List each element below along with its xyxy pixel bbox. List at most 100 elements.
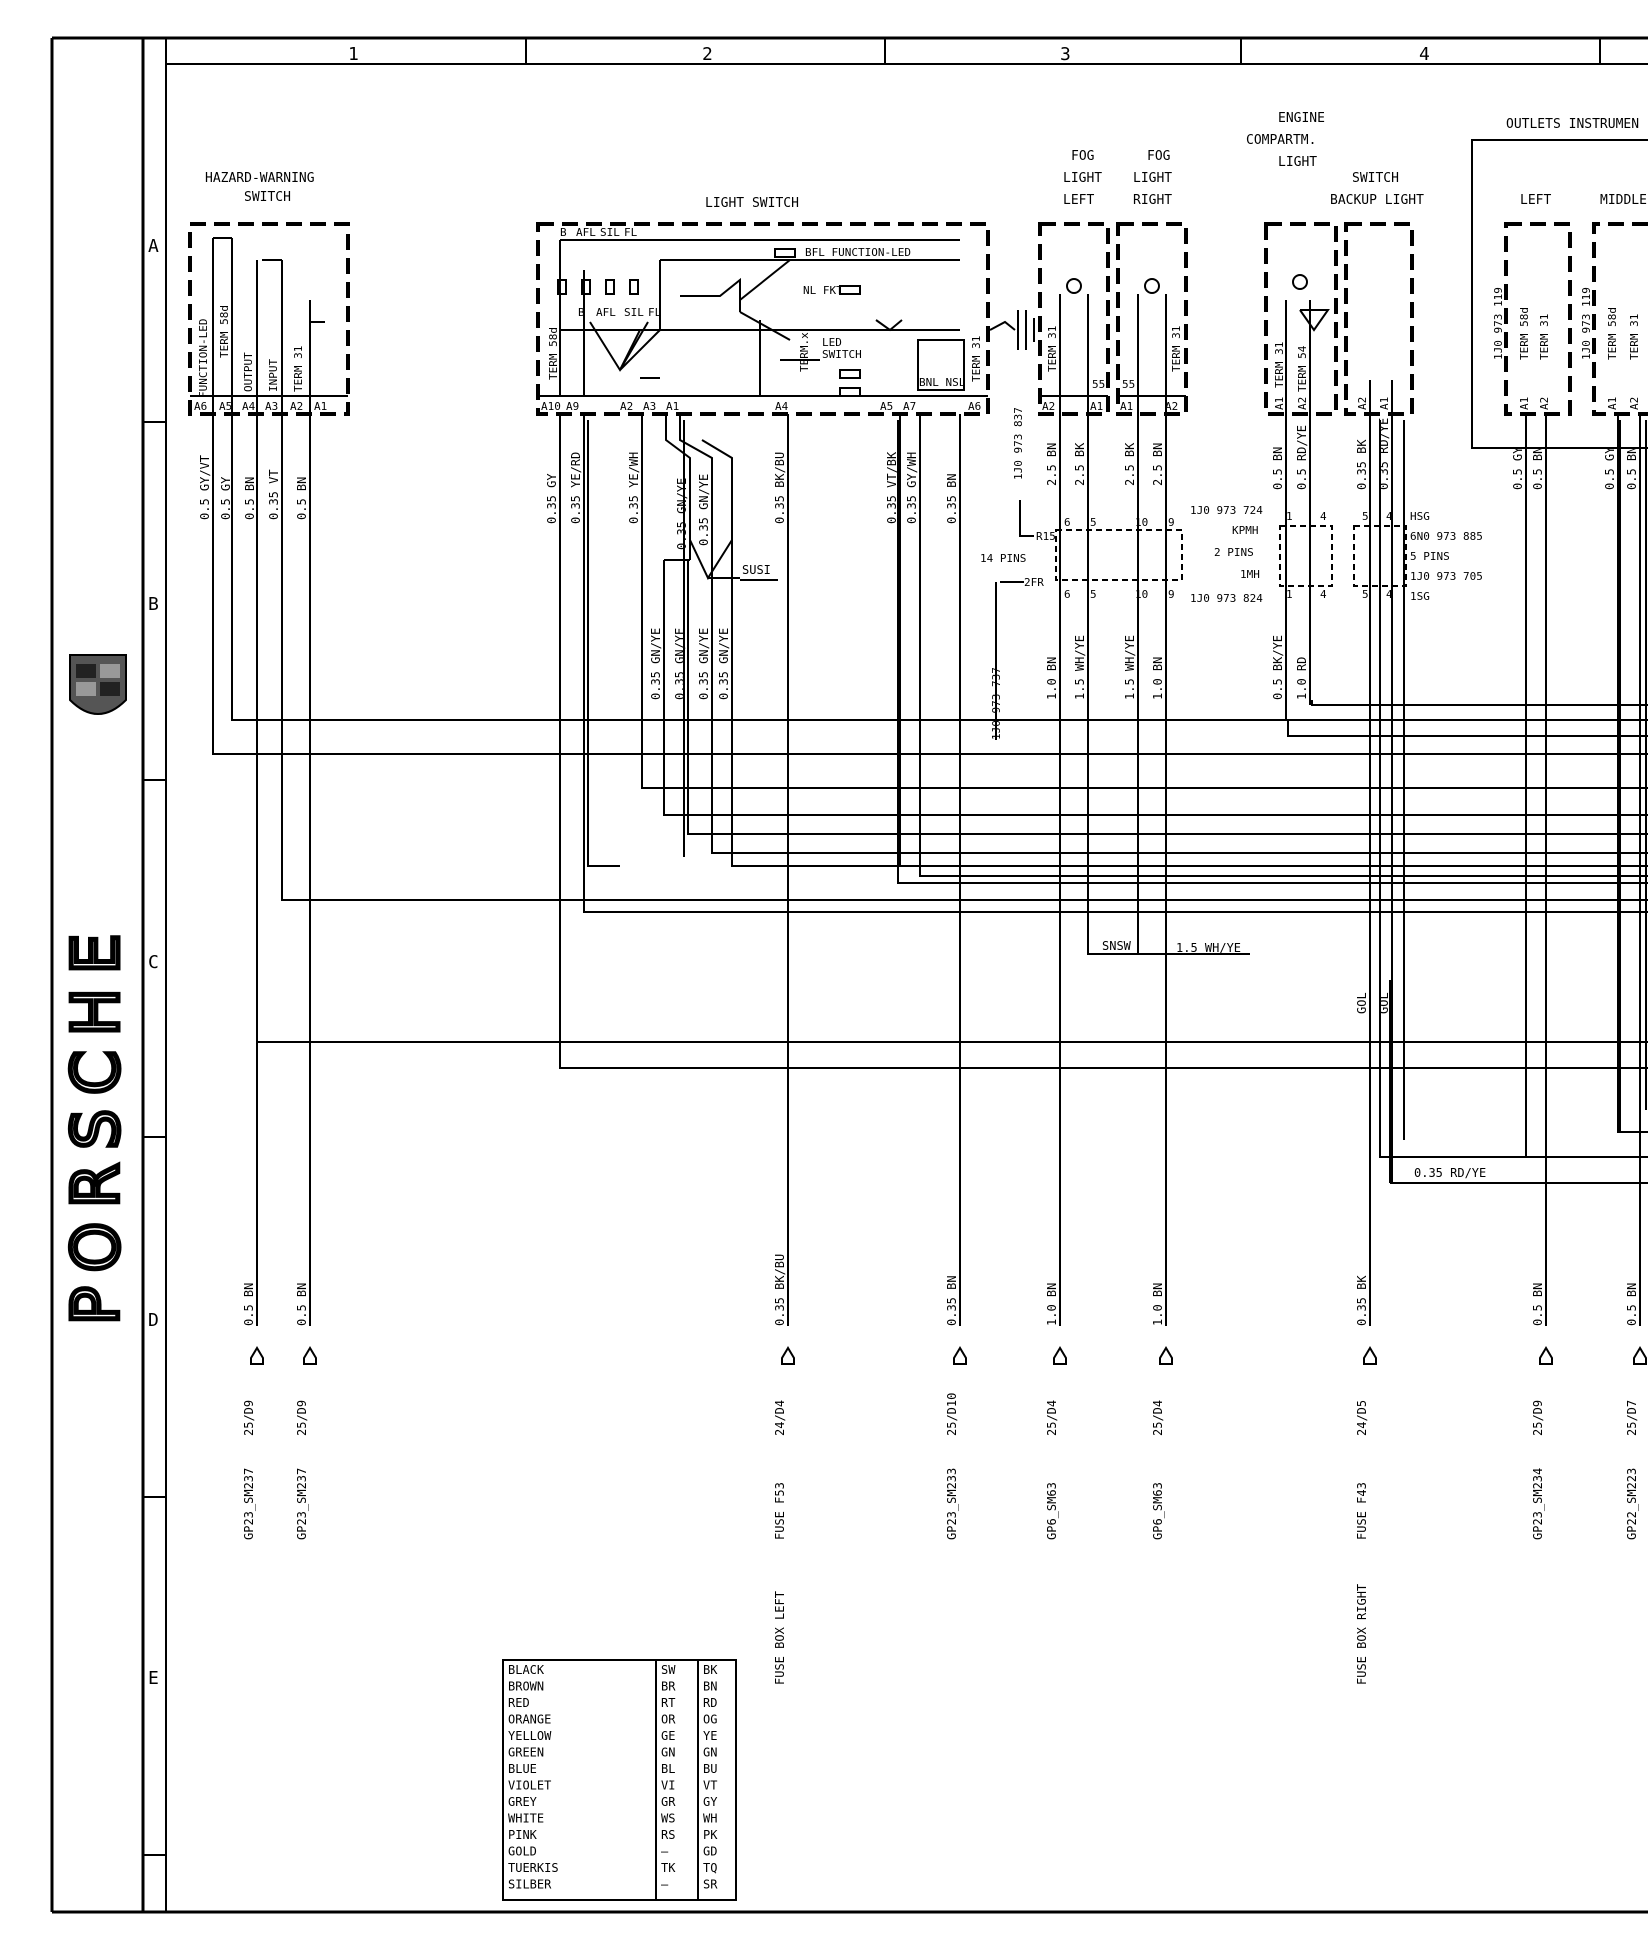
row-labels: A B C D E <box>148 236 159 1689</box>
wire-label: 2.5 BN <box>1151 443 1165 486</box>
terminal-symbol <box>1159 1346 1173 1365</box>
terminal-symbol <box>1363 1346 1377 1365</box>
legend-de-code: RT <box>661 1696 675 1710</box>
wire-label: 0.35 VT <box>267 469 281 520</box>
conn-pin: 10 <box>1135 588 1148 601</box>
light-switch-wires: SUSI 0.35 GY 0.35 YE/RD 0.35 YE/WH 0.35 … <box>545 414 961 1326</box>
conn-pin: 10 <box>1135 516 1148 529</box>
pin: A2 <box>1628 397 1641 410</box>
terminal-wire: 0.5 BN <box>242 1283 256 1326</box>
outlets-title: OUTLETS INSTRUMEN <box>1506 117 1639 132</box>
legend-en-code: WH <box>703 1812 717 1826</box>
pin: A1 <box>1090 400 1103 413</box>
part-number: 1J0 973 119 <box>1580 287 1593 360</box>
terminal-ref: 25/D4 <box>1151 1400 1165 1436</box>
legend-en-code: SR <box>703 1878 718 1892</box>
legend-color-name: BLUE <box>508 1762 537 1776</box>
wire-label: 0.5 BN <box>295 477 309 520</box>
light-wire-labels: 0.35 GY 0.35 YE/RD 0.35 YE/WH 0.35 GN/YE… <box>545 451 959 700</box>
conn-label: 1MH <box>1240 568 1260 581</box>
terminal-name: GP23_SM237 <box>295 1468 309 1540</box>
col-label: 3 <box>1060 44 1071 65</box>
row-label: E <box>148 1668 159 1689</box>
wire-label: 0.5 BN <box>1531 447 1545 490</box>
part-number: 1J0 973 705 <box>1410 570 1483 583</box>
legend-de-code: — <box>661 1878 669 1892</box>
wire-label: 0.35 GY/WH <box>905 452 919 524</box>
pin: A1 <box>1518 397 1531 410</box>
legend-de-code: GE <box>661 1729 675 1743</box>
sw-mid: SIL <box>624 306 644 319</box>
conn-pin: 1 <box>1286 588 1293 601</box>
part-number: 1J0 973 119 <box>1492 287 1505 360</box>
fog-title: LEFT <box>1063 193 1094 208</box>
light-switch-pins: A10 A9 A2 A3 A1 A4 A5 A7 A6 <box>541 400 981 413</box>
wire-label: 1.0 RD <box>1295 657 1309 700</box>
sw-mid: B <box>578 306 585 319</box>
pin: A1 <box>1606 397 1619 410</box>
hazard-title: SWITCH <box>244 190 291 205</box>
wire-label: 0.35 RD/YE <box>1414 1166 1486 1180</box>
pin: A2 <box>620 400 633 413</box>
pin: A2 <box>290 400 303 413</box>
pin: A1 <box>666 400 679 413</box>
pin: A2 <box>1538 397 1551 410</box>
terminal-symbol <box>781 1346 795 1365</box>
conn-pin: 5 <box>1362 588 1369 601</box>
pin: A2 <box>1042 400 1055 413</box>
terminal-name: GP23_SM234 <box>1531 1468 1545 1540</box>
wire-label: 0.35 BK <box>1355 439 1369 490</box>
legend-de-code: BR <box>661 1680 676 1694</box>
legend-en-code: PK <box>703 1828 718 1842</box>
sheet-frame <box>50 36 1648 1914</box>
engine-title: LIGHT <box>1278 155 1317 170</box>
legend-color-name: GREEN <box>508 1746 544 1760</box>
wire-label: 0.5 GY <box>1603 446 1617 490</box>
term-label: TERM.x <box>798 332 811 372</box>
pin: A5 <box>880 400 893 413</box>
wire-label: 0.5 BK/YE <box>1271 635 1285 700</box>
wire-label: 1.5 WH/YE <box>1073 635 1087 700</box>
legend-de-code: SW <box>661 1663 676 1677</box>
col-label: 2 <box>702 44 713 65</box>
wire-label: 0.35 YE/WH <box>627 452 641 524</box>
col-label: 4 <box>1419 44 1430 65</box>
term-label: TERM 58d <box>1518 307 1531 360</box>
legend-de-code: WS <box>661 1812 675 1826</box>
outlets-left: LEFT <box>1520 193 1551 208</box>
conn-label: 5 PINS <box>1410 550 1450 563</box>
part-number: 1J0 973 824 <box>1190 592 1263 605</box>
sw-top: B <box>560 226 567 239</box>
legend-color-name: GREY <box>508 1795 538 1809</box>
fog-title: FOG <box>1071 149 1095 164</box>
term-label: TERM 31 <box>1273 342 1286 388</box>
terminal-symbol <box>303 1346 317 1365</box>
legend-color-name: ORANGE <box>508 1713 551 1727</box>
conn-pin: 4 <box>1320 510 1327 523</box>
light-switch: LIGHT SWITCH B AFL SIL FL B AFL SIL FL B… <box>536 196 1035 416</box>
legend-de-code: — <box>661 1845 669 1859</box>
outlets-instrument: OUTLETS INSTRUMEN LEFT MIDDLE 1J0 973 11… <box>1471 117 1648 1326</box>
hazard-pins: A6 A5 A4 A3 A2 A1 <box>194 400 327 413</box>
terminal-symbol <box>1633 1346 1647 1365</box>
fog-title: RIGHT <box>1133 193 1172 208</box>
legend-color-name: TUERKIS <box>508 1861 559 1875</box>
conn-label: HSG <box>1410 510 1430 523</box>
sw-top: SIL <box>600 226 620 239</box>
terminal-name: GP23_SM237 <box>242 1468 256 1540</box>
conn-pin: 4 <box>1386 588 1393 601</box>
terminal-name: FUSE F43 <box>1355 1482 1369 1540</box>
terminal-name: GP6_SM63 <box>1151 1482 1165 1540</box>
wire-label: 0.35 YE/RD <box>569 452 583 524</box>
fog-light-right: FOG LIGHT RIGHT TERM 31 55 A1 A2 <box>1116 149 1188 416</box>
legend-color-name: BROWN <box>508 1680 544 1694</box>
conn-pin: 4 <box>1320 588 1327 601</box>
pin: A1 <box>1120 400 1133 413</box>
pin: A6 <box>968 400 981 413</box>
fog-title: LIGHT <box>1063 171 1102 186</box>
engine-title: ENGINE <box>1278 111 1325 126</box>
